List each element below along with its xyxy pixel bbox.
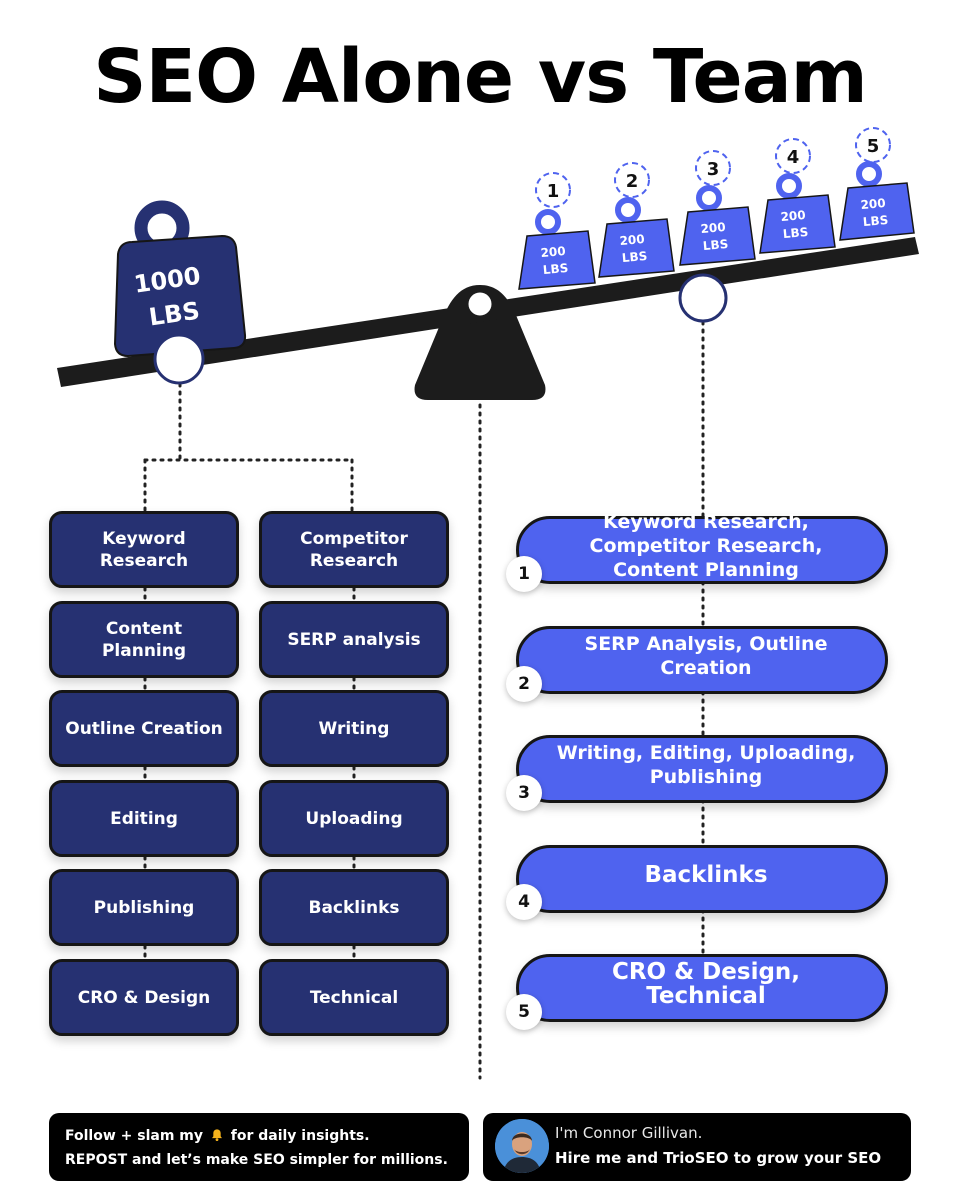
team-task-1-number: 1 (506, 556, 542, 592)
weight-200-3-value: 200 (700, 220, 726, 236)
weight-200-4-value: 200 (780, 208, 806, 224)
team-task-5: CRO & Design, Technical (516, 954, 888, 1022)
footer-follow-banner[interactable]: Follow + slam my for daily insights. REP… (49, 1113, 469, 1181)
team-task-2: SERP Analysis, Outline Creation (516, 626, 888, 694)
weight-200-5-value: 200 (860, 196, 886, 212)
alone-task-competitor-research: Competitor Research (259, 511, 449, 588)
weight-200-1: 1 200 LBS (518, 172, 596, 290)
alone-task-serp-analysis: SERP analysis (259, 601, 449, 678)
team-task-4-number: 4 (506, 884, 542, 920)
alone-task-content-planning: Content Planning (49, 601, 239, 678)
alone-task-outline-creation: Outline Creation (49, 690, 239, 767)
weight-200-3: 3 200 LBS (679, 150, 756, 266)
hire-cta: Hire me and TrioSEO to grow your SEO (555, 1149, 882, 1167)
team-task-2-number: 2 (506, 666, 542, 702)
team-task-1: Keyword Research, Competitor Research, C… (516, 511, 888, 584)
team-task-3: Writing, Editing, Uploading, Publishing (516, 735, 888, 803)
footer-line-1-start: Follow + slam my (65, 1128, 203, 1144)
footer-line-2: REPOST and let’s make SEO simpler for mi… (65, 1152, 448, 1168)
weight-200-4-unit: LBS (782, 225, 809, 241)
weight-200-5-unit: LBS (862, 213, 889, 229)
weight-200-1-num: 1 (547, 181, 560, 202)
alone-task-technical: Technical (259, 959, 449, 1036)
weight-200-1-value: 200 (540, 244, 566, 260)
weight-200-3-unit: LBS (702, 237, 729, 253)
weight-200-2: 2 200 LBS (598, 162, 675, 278)
weight-200-5-num: 5 (867, 136, 880, 157)
footer-line-1-end: for daily insights. (230, 1128, 370, 1144)
alone-task-publishing: Publishing (49, 869, 239, 946)
weight-200-3-num: 3 (707, 159, 720, 180)
footer-line-1: Follow + slam my for daily insights. (65, 1124, 453, 1148)
weight-200-2-unit: LBS (621, 249, 648, 265)
alone-task-cro-design: CRO & Design (49, 959, 239, 1036)
alone-task-keyword-research: Keyword Research (49, 511, 239, 588)
author-portrait-image (495, 1119, 549, 1173)
weight-200-5: 5 200 LBS (839, 127, 915, 241)
avatar (495, 1119, 549, 1173)
weight-200-1-unit: LBS (542, 261, 569, 277)
alone-task-writing: Writing (259, 690, 449, 767)
alone-task-backlinks: Backlinks (259, 869, 449, 946)
team-task-5-number: 5 (506, 994, 542, 1030)
alone-task-uploading: Uploading (259, 780, 449, 857)
alone-task-editing: Editing (49, 780, 239, 857)
page-title: SEO Alone vs Team (93, 34, 868, 120)
weight-200-2-value: 200 (619, 232, 645, 248)
weight-200-2-num: 2 (626, 171, 639, 192)
bell-icon (211, 1129, 222, 1142)
team-task-4: Backlinks (516, 845, 888, 913)
author-name: I'm Connor Gillivan. (555, 1124, 703, 1142)
weight-200-4-num: 4 (787, 147, 800, 168)
weight-1000-lbs: 1000 LBS (113, 200, 247, 358)
weight-200-4: 4 200 LBS (759, 138, 836, 254)
team-task-3-number: 3 (506, 775, 542, 811)
seesaw-illustration: 1000 LBS 1 200 LBS 2 200 LBS 3 200 LBS 4… (57, 127, 919, 1080)
footer-author-banner[interactable]: I'm Connor Gillivan. Hire me and TrioSEO… (483, 1113, 911, 1181)
